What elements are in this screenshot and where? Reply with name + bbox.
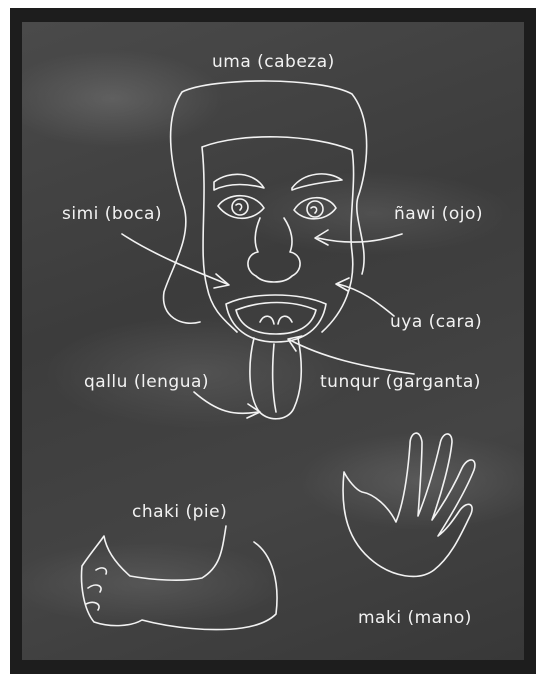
chalk-drawing: [22, 22, 524, 660]
tongue: [250, 338, 301, 419]
foot-drawing: [82, 526, 278, 630]
nose: [248, 218, 300, 282]
head-outline: [164, 81, 367, 323]
right-eyebrow: [292, 174, 342, 190]
label-foot: chaki (pie): [132, 502, 227, 522]
label-tongue: qallu (lengua): [84, 372, 209, 392]
mouth: [226, 295, 326, 342]
hand-drawing: [343, 433, 475, 576]
arrow-throat: [288, 336, 414, 374]
label-mouth: simi (boca): [62, 204, 162, 224]
arrow-eye: [315, 230, 402, 245]
left-eye: [218, 196, 264, 219]
right-eye: [294, 198, 336, 219]
chalkboard: uma (cabeza) simi (boca) ñawi (ojo) uya …: [22, 22, 524, 660]
label-head: uma (cabeza): [212, 52, 335, 72]
arrow-face: [336, 278, 394, 316]
chalkboard-frame: uma (cabeza) simi (boca) ñawi (ojo) uya …: [10, 8, 536, 674]
label-face: uya (cara): [390, 312, 482, 332]
label-eye: ñawi (ojo): [394, 204, 483, 224]
throat: [260, 316, 292, 324]
left-eyebrow: [214, 174, 264, 190]
arrow-tongue: [194, 392, 260, 418]
label-throat: tunqur (garganta): [320, 372, 481, 392]
label-hand: maki (mano): [358, 608, 472, 628]
